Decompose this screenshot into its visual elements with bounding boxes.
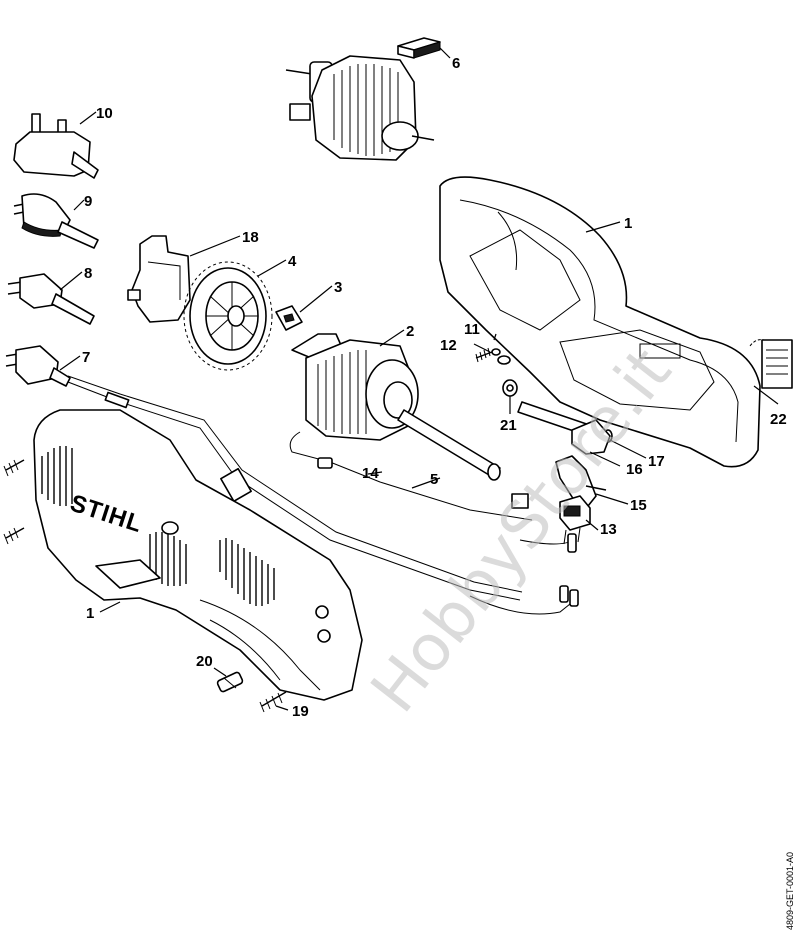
- callout-2: 2: [406, 323, 414, 340]
- part-8-flat-plug: [7, 273, 95, 325]
- vent-slots-mid: [149, 532, 187, 586]
- callout-12: 12: [440, 337, 457, 354]
- callout-3: 3: [334, 279, 342, 296]
- part-10-uk-plug: [13, 113, 99, 179]
- part-3-brush-holder: [275, 305, 303, 331]
- vent-slots-right: [219, 538, 275, 606]
- callout-8: 8: [84, 265, 92, 282]
- part-4-fan: [183, 261, 273, 371]
- leader-lines: [59, 47, 779, 711]
- callout-15: 15: [630, 497, 647, 514]
- motor-assembly-top: [285, 55, 435, 161]
- part-2-motor: [289, 333, 533, 521]
- part-15-trigger: [555, 455, 607, 507]
- wire-connectors: [469, 533, 579, 615]
- callout-1-left: 1: [86, 605, 94, 622]
- callout-4: 4: [288, 253, 297, 270]
- callout-13: 13: [600, 521, 617, 538]
- callout-9: 9: [84, 193, 92, 210]
- callout-18: 18: [242, 229, 259, 246]
- housing-screw-upper: [3, 459, 25, 477]
- housing-screw-lower: [3, 527, 25, 545]
- callout-labels: 6 10 9 8 7 18 4 3 2 11 12 21 1 22 17 16 …: [82, 55, 787, 720]
- callout-10: 10: [96, 105, 113, 122]
- callout-22: 22: [770, 411, 787, 428]
- callout-6: 6: [452, 55, 460, 72]
- part-7-plug-cable: [5, 345, 523, 601]
- part-20-screw: [216, 671, 244, 693]
- callout-20: 20: [196, 653, 213, 670]
- callout-17: 17: [648, 453, 665, 470]
- callout-16: 16: [626, 461, 643, 478]
- callout-11: 11: [464, 321, 480, 338]
- drawing-reference: 4809-GET-0001-A0: [785, 852, 795, 930]
- callout-19: 19: [292, 703, 309, 720]
- part-9-euro-plug: [13, 193, 99, 249]
- callout-7: 7: [82, 349, 90, 366]
- housing-half-right: [439, 176, 761, 468]
- part-12-screw: [475, 347, 493, 363]
- callout-5: 5: [430, 471, 438, 488]
- part-22-label: [749, 339, 793, 389]
- callout-14: 14: [362, 465, 379, 482]
- part-19-screw: [259, 691, 287, 713]
- part-11-washer: [491, 348, 511, 365]
- part-6-carbon-brush: [397, 37, 441, 59]
- housing-half-left: STIHL: [33, 409, 363, 701]
- callout-21: 21: [500, 417, 517, 434]
- part-16-lever: [571, 419, 611, 455]
- callout-1-right: 1: [624, 215, 632, 232]
- part-18-bracket: [127, 235, 191, 323]
- vent-slots-left: [41, 446, 73, 506]
- part-21-washer: [502, 379, 518, 397]
